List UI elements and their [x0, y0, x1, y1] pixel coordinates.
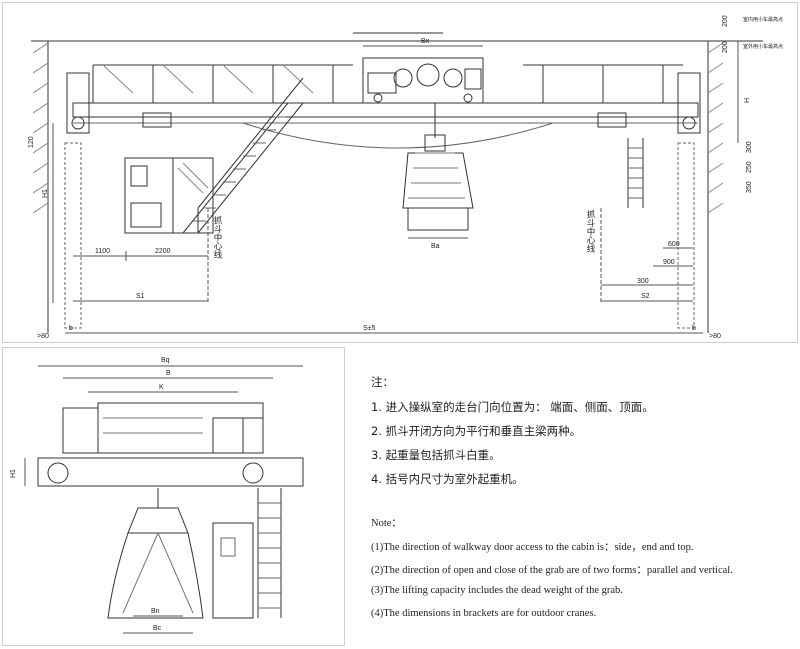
operator-cabin [124, 157, 214, 234]
side-dim-bq: Bq [161, 357, 170, 364]
notes-en-item-4: (4)The dimensions in brackets are for ou… [371, 608, 597, 619]
notes-en-item-1: (1)The direction of walkway door access … [371, 542, 694, 553]
dim-h: H [744, 98, 751, 103]
dim-100-top: 200 [722, 15, 729, 27]
dim-2200: 2200 [155, 248, 171, 255]
side-grab [107, 488, 204, 619]
dim-600: 600 [668, 241, 680, 248]
dim-300-bottom: 300 [637, 278, 649, 285]
side-elevation-panel: Bq B K H1 Bn Bc [2, 347, 345, 646]
dim-s2: S2 [641, 293, 650, 300]
notes-en-item-2: (2)The direction of open and close of th… [371, 565, 733, 576]
wheel-right [682, 116, 696, 130]
clearance-left: >80 [37, 333, 49, 340]
side-dim-bc: Bc [153, 625, 162, 632]
right-column [677, 142, 695, 329]
side-trolley [62, 402, 264, 454]
side-wheel-left [47, 462, 69, 484]
side-dim-h1: H1 [10, 469, 17, 478]
side-cabin [212, 522, 254, 619]
bx-dim: Bx [421, 38, 430, 45]
centerline-label-right: 抓斗中心线 [586, 209, 596, 252]
side-girders [37, 457, 304, 487]
dim-s1: S1 [136, 293, 145, 300]
outdoor-top-label: 室外用小车最高点 [743, 43, 783, 50]
side-wheel-right [242, 462, 264, 484]
indoor-top-label: 室内用小车最高点 [743, 16, 783, 23]
dim-h1: H1 [42, 189, 49, 198]
ba-dim: Ba [431, 243, 440, 250]
travel-motor-right [597, 112, 627, 128]
front-elevation-panel: Bx Ba 抓斗中心线 抓斗中心线 1100 2200 [2, 2, 798, 343]
span-dim: S±5 [363, 325, 376, 332]
notes-cn-title: 注： [371, 375, 394, 389]
end-truck-left [66, 72, 90, 134]
right-ladder [627, 138, 644, 208]
centerline-label-left: 抓斗中心线 [213, 215, 223, 258]
notes-cn-item-3: 3. 起重量包括抓斗白重。 [371, 448, 501, 462]
side-dim-b: B [166, 370, 171, 377]
notes-en-title: Note： [371, 518, 402, 529]
dim-200-top: 200 [722, 41, 729, 53]
dim-300-right: 300 [746, 141, 753, 153]
side-ladder [257, 488, 282, 618]
top-railing [92, 64, 683, 103]
notes-cn-item-2: 2. 抓斗开闭方向为平行和垂直主梁两种。 [371, 424, 582, 438]
dim-350-right: 350 [746, 181, 753, 193]
dim-b-left: b [69, 325, 73, 332]
left-column [64, 142, 82, 329]
access-stairs [182, 77, 304, 234]
left-wall [32, 41, 49, 333]
grab-bucket [402, 103, 474, 231]
girder-curve [242, 122, 554, 149]
notes-panel: 注： 1. 进入操纵室的走台门向位置为： 端面、侧面、顶面。 2. 抓斗开闭方向… [349, 347, 798, 646]
side-elevation-drawing: Bq B K H1 Bn Bc [10, 357, 304, 634]
side-dim-bn: Bn [151, 608, 160, 615]
dim-1100: 1100 [95, 248, 110, 255]
end-truck-right [677, 72, 701, 134]
right-wall [707, 41, 724, 333]
side-dim-k: K [159, 384, 164, 391]
notes-cn-item-1: 1. 进入操纵室的走台门向位置为： 端面、侧面、顶面。 [371, 400, 654, 414]
dim-900: 900 [663, 259, 675, 266]
dim-120: 120 [28, 136, 35, 148]
front-elevation-drawing: Bx Ba 抓斗中心线 抓斗中心线 1100 2200 [28, 15, 783, 340]
travel-motor-left [142, 112, 172, 128]
grab-centerline-right: 抓斗中心线 [586, 209, 596, 252]
trolley [362, 57, 484, 104]
clearance-right: >80 [709, 333, 721, 340]
dim-250-right: 250 [746, 161, 753, 173]
notes-en-item-3: (3)The lifting capacity includes the dea… [371, 585, 623, 596]
dim-b-right: b [692, 325, 696, 332]
grab-centerline-left: 抓斗中心线 [213, 215, 223, 258]
notes-cn-item-4: 4. 括号内尺寸为室外起重机。 [371, 472, 524, 486]
wheel-left [71, 116, 85, 130]
main-girder [72, 102, 699, 118]
